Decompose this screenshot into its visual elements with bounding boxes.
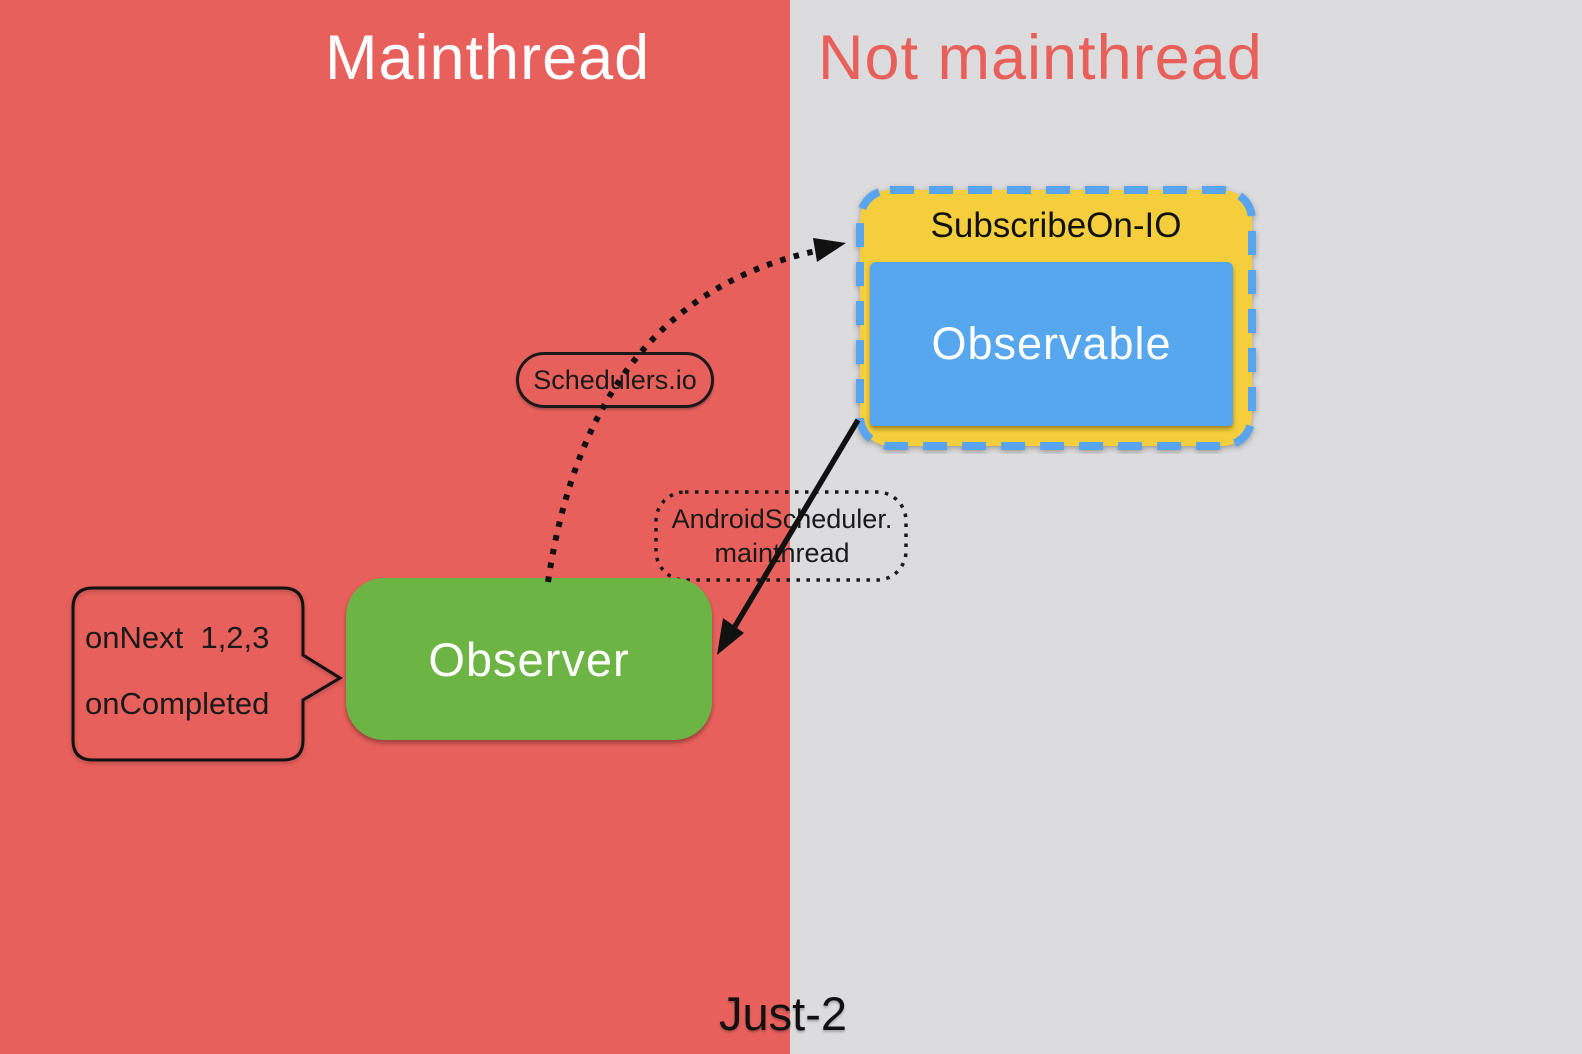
not-mainthread-title: Not mainthread — [818, 23, 1263, 93]
android-scheduler-label-box: AndroidScheduler. mainthread — [652, 488, 912, 586]
observable-label: Observable — [931, 318, 1172, 369]
android-scheduler-line2: mainthread — [714, 538, 850, 568]
android-scheduler-line1: AndroidScheduler. — [671, 504, 893, 534]
slide-caption: Just-2 — [719, 987, 847, 1040]
callout-onnext-text: onNext 1,2,3 — [85, 620, 270, 655]
subscribe-on-io-group: SubscribeOn-IO Observable — [852, 182, 1260, 454]
callout-oncompleted-text: onCompleted — [85, 686, 270, 721]
observer-box: Observer — [346, 578, 712, 740]
callout-bubble-outline — [71, 586, 343, 762]
observer-label: Observer — [428, 632, 630, 686]
observable-box: Observable — [870, 262, 1233, 426]
schedulers-io-label: Schedulers.io — [533, 364, 697, 395]
android-scheduler-label: AndroidScheduler. mainthread — [652, 502, 912, 570]
schedulers-io-pill: Schedulers.io — [516, 352, 714, 408]
subscribe-on-io-label: SubscribeOn-IO — [930, 206, 1182, 245]
not-mainthread-panel — [790, 0, 1582, 1054]
onnext-callout: onNext 1,2,3 onCompleted — [60, 580, 360, 780]
dotted-frame — [654, 490, 908, 582]
mainthread-title: Mainthread — [325, 23, 651, 93]
